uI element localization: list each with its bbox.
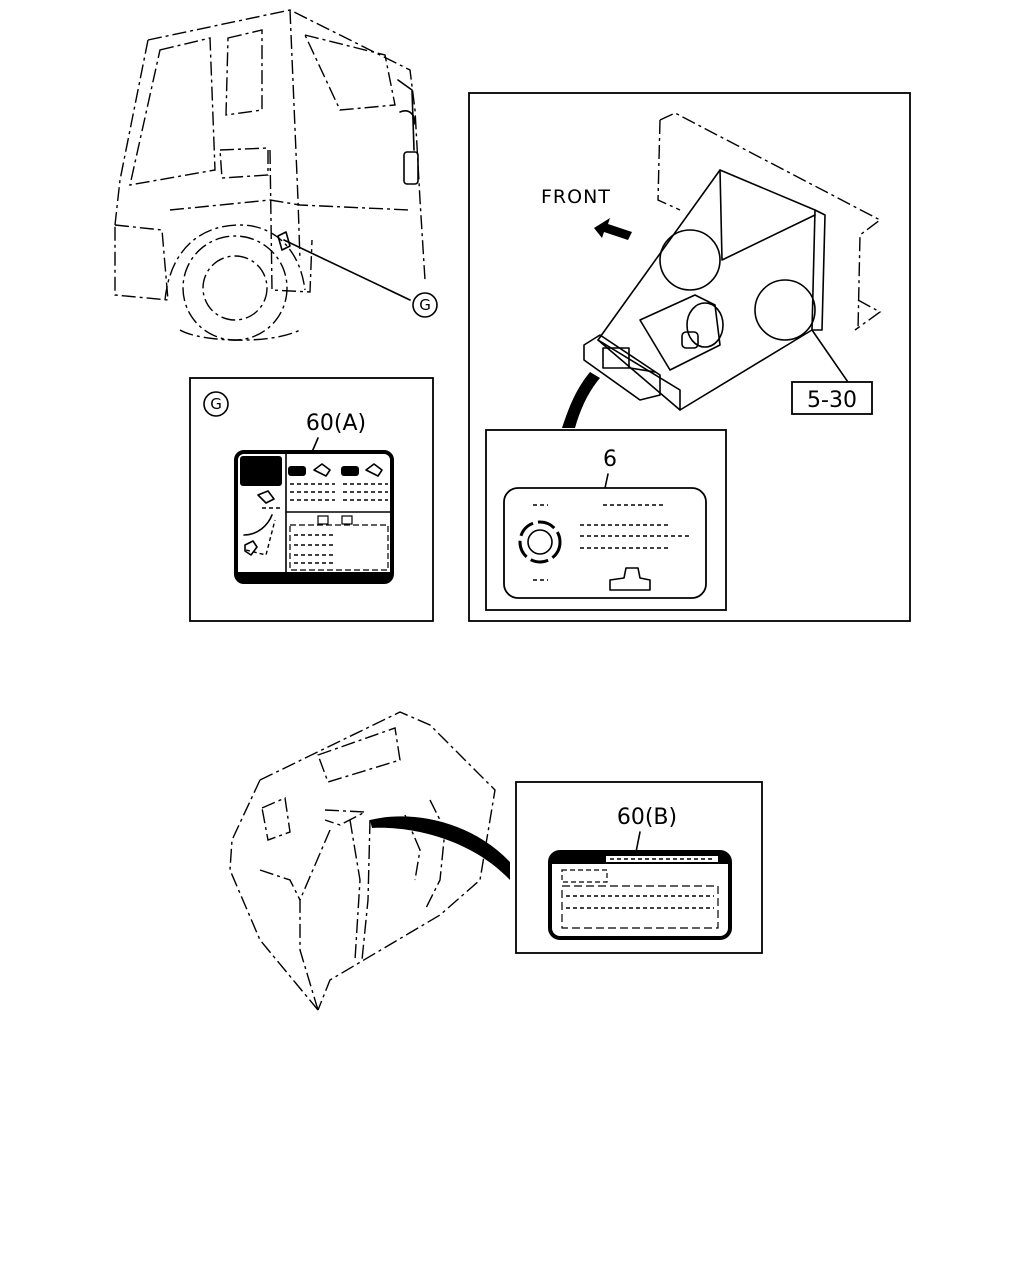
truck-cab-illustration: G <box>114 9 438 341</box>
part-60b-label: 60(B) <box>617 805 677 830</box>
part-5-30-label: 5-30 <box>807 388 857 413</box>
cab-headliner-illustration <box>229 711 510 1011</box>
decal-6 <box>503 487 707 599</box>
front-arrow-icon <box>594 218 632 240</box>
detail-g-marker: G <box>210 395 222 413</box>
part-6-label: 6 <box>603 447 617 472</box>
detail-g-panel: G 60(A) <box>189 377 434 622</box>
decal-60a <box>234 450 394 584</box>
decal-60b <box>548 850 732 940</box>
detail-60b-panel: 60(B) <box>515 781 763 954</box>
callout-g-label: G <box>419 296 431 314</box>
front-bracket-panel: FRONT 5-30 6 <box>468 92 911 622</box>
part-60a-label: 60(A) <box>306 411 366 436</box>
front-direction-label: FRONT <box>541 186 611 208</box>
